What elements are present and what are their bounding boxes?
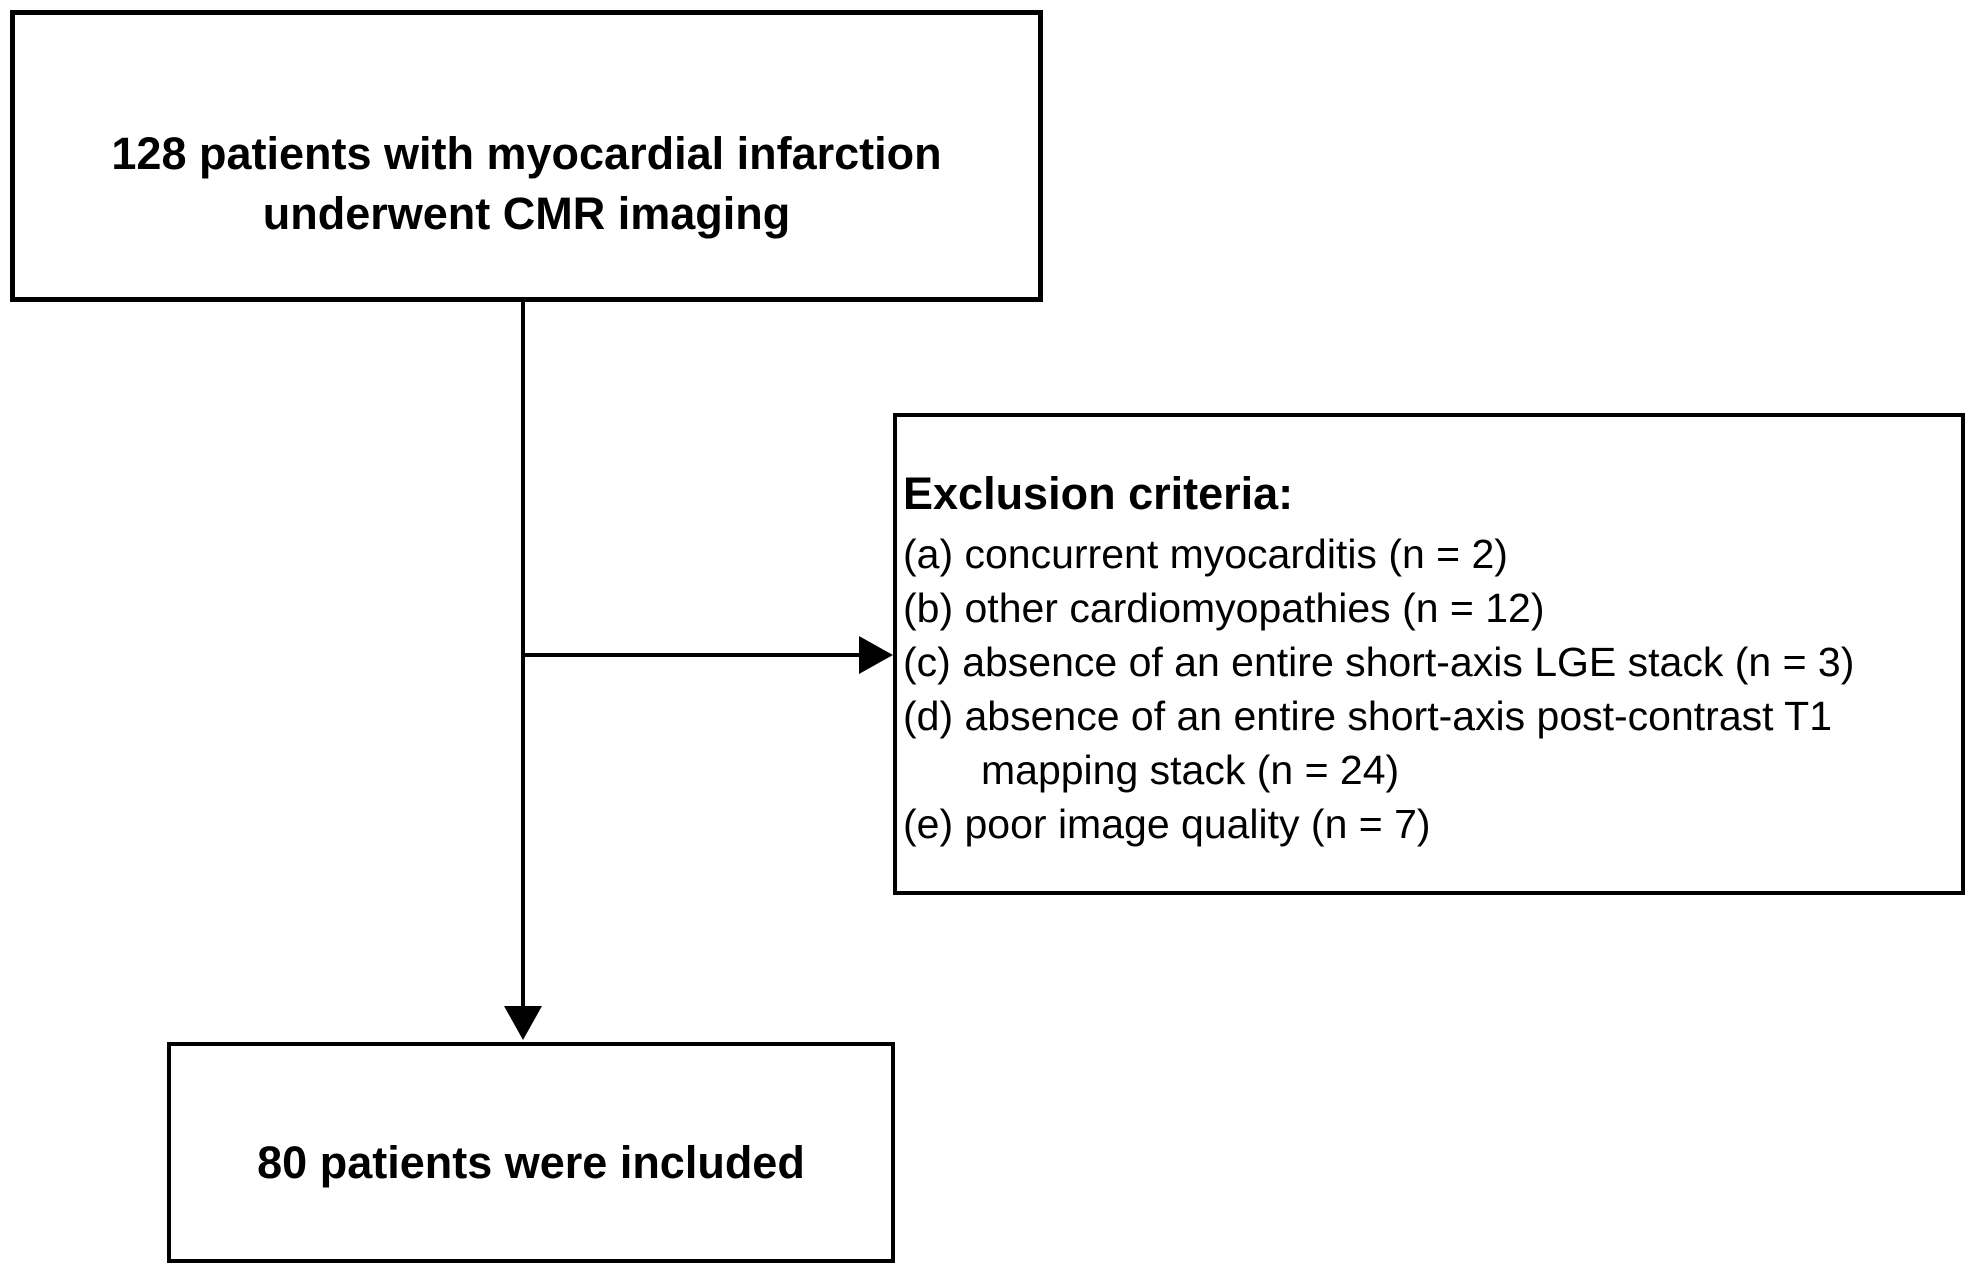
initial-cohort-box: 128 patients with myocardial infarction … — [10, 10, 1043, 302]
included-cohort-box: 80 patients were included — [167, 1042, 895, 1263]
exclusion-criteria-box: Exclusion criteria: (a) concurrent myoca… — [893, 413, 1965, 895]
exclusion-item-c: (c) absence of an entire short-axis LGE … — [903, 639, 1855, 685]
exclusion-item-e: (e) poor image quality (n = 7) — [903, 801, 1431, 847]
exclusion-item-a: (a) concurrent myocarditis (n = 2) — [903, 531, 1508, 577]
horizontal-connector-line — [523, 653, 861, 657]
included-cohort-text: 80 patients were included — [257, 1136, 805, 1188]
exclusion-item-b: (b) other cardiomyopathies (n = 12) — [903, 585, 1545, 631]
right-arrowhead-icon — [859, 636, 893, 674]
exclusion-criteria-title: Exclusion criteria: — [903, 468, 1294, 519]
initial-cohort-text-line2: underwent CMR imaging — [262, 187, 791, 239]
exclusion-item-d-continuation: mapping stack (n = 24) — [981, 747, 1400, 793]
initial-cohort-text-line1: 128 patients with myocardial infarction — [111, 127, 942, 179]
down-arrowhead-icon — [504, 1006, 542, 1040]
exclusion-item-d: (d) absence of an entire short-axis post… — [903, 693, 1833, 739]
